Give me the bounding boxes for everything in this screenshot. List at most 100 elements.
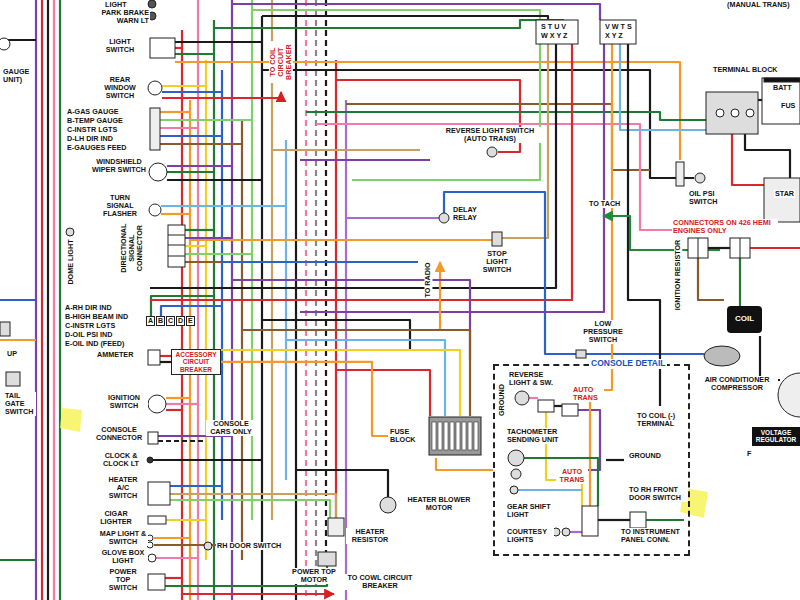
detail-panel: CONSOLE DETAIL xyxy=(493,364,690,556)
component-label: OIL PSI SWITCH xyxy=(688,190,726,206)
component-label: POWER TOP MOTOR xyxy=(290,568,338,584)
wire xyxy=(160,111,190,113)
component-label: HEATER BLOWER MOTOR xyxy=(398,496,480,512)
wire xyxy=(59,0,61,600)
component-label: CONNECTORS ON 426 HEMI ENGINES ONLY xyxy=(672,219,778,235)
wire xyxy=(232,280,470,360)
component-label: IGNITION SWITCH xyxy=(100,394,148,410)
component-label: HEATER A/C SWITCH xyxy=(102,476,144,500)
component-label: LOW PRESSURE SWITCH xyxy=(580,320,626,344)
component-symbol xyxy=(764,178,800,222)
pin-divider xyxy=(168,235,185,236)
fuse-slot xyxy=(456,422,460,450)
wire xyxy=(262,16,548,20)
wire xyxy=(181,30,183,600)
wire xyxy=(153,459,262,461)
component-label: B-TEMP GAUGE xyxy=(66,117,124,125)
fuse-slot xyxy=(450,422,454,450)
component-label: STAR xyxy=(774,190,795,198)
component-label: DELAY RELAY xyxy=(452,206,484,222)
wire xyxy=(708,247,730,249)
component-symbol xyxy=(150,38,175,58)
component-label: REVERSE LIGHT & SW. xyxy=(508,371,566,387)
pin-cell: A xyxy=(146,316,155,326)
wire xyxy=(760,336,780,380)
component-label: LIGHT SWITCH xyxy=(96,38,144,54)
component-symbol xyxy=(762,78,800,124)
terminal-symbol xyxy=(515,391,529,405)
component-symbol xyxy=(764,78,800,82)
component-label: C-INSTR LGTS xyxy=(66,126,118,134)
component-label: GLOVE BOX LIGHT xyxy=(98,549,148,565)
component-label: TERMINAL BLOCK xyxy=(712,66,779,74)
component-label: IGNITION RESISTOR xyxy=(674,239,682,312)
component-label: REAR WINDOW SWITCH xyxy=(96,76,144,100)
wire xyxy=(161,306,222,316)
component-label: DIRECTIONAL SIGNAL CONNECTOR xyxy=(120,217,144,279)
fuse-slot xyxy=(462,422,466,450)
wire xyxy=(285,140,287,480)
component-label: HEATER RESISTOR xyxy=(346,528,394,544)
terminal-symbol xyxy=(508,450,524,466)
component-symbol xyxy=(148,516,166,524)
pin-divider xyxy=(698,238,699,258)
component-label: FUS xyxy=(780,102,796,110)
component-label: REVERSE LIGHT SWITCH (AUTO TRANS) xyxy=(436,127,544,143)
pin-cell: C xyxy=(166,316,175,326)
pin-divider xyxy=(168,256,185,257)
wire xyxy=(646,519,684,521)
wire xyxy=(166,397,190,399)
component-label: WINDSHIELD WIPER SWITCH xyxy=(90,158,148,174)
wire xyxy=(175,47,182,49)
wire xyxy=(732,134,764,185)
wire xyxy=(170,500,330,518)
wire xyxy=(251,0,253,520)
component-label: A-RH DIR IND xyxy=(64,304,113,312)
wire xyxy=(524,458,598,506)
terminal-symbol xyxy=(778,373,800,417)
terminal-symbol xyxy=(380,497,396,513)
terminal-symbol xyxy=(149,163,167,181)
terminal-symbol xyxy=(204,542,212,550)
component-symbol xyxy=(538,400,554,412)
component-symbol xyxy=(688,238,708,258)
wire xyxy=(272,149,420,151)
terminal-symbol xyxy=(716,109,724,117)
wire xyxy=(175,53,214,55)
component-symbol xyxy=(168,225,185,267)
wire xyxy=(182,593,334,595)
component-symbol xyxy=(562,404,578,416)
component-label: AUTO TRANS xyxy=(556,468,588,484)
component-symbol xyxy=(6,372,20,386)
wire xyxy=(296,470,388,497)
wire xyxy=(160,135,222,137)
pin-letters: V W T S xyxy=(604,23,633,31)
pin-letters: W X Y Z xyxy=(540,32,569,40)
component-label: COURTESY LIGHTS xyxy=(506,528,554,544)
component-label: CIGAR LIGHTER xyxy=(92,510,140,526)
panel-heading: CONSOLE DETAIL xyxy=(589,359,667,369)
component-name: D xyxy=(178,317,183,325)
ignition-coil: COIL xyxy=(727,306,762,333)
voltage-regulator: VOLTAGE REGULATOR xyxy=(752,427,800,446)
component-label: D-LH DIR IND xyxy=(66,135,114,143)
wire xyxy=(570,531,582,533)
wire xyxy=(175,41,262,43)
wire xyxy=(346,217,439,219)
wire xyxy=(170,494,336,518)
component-label: UP xyxy=(6,350,18,358)
circuit-breaker: ACCESSORY CIRCUIT BREAKER xyxy=(171,349,221,375)
wire xyxy=(262,320,410,350)
terminal-symbol xyxy=(487,147,497,157)
wire xyxy=(154,537,190,539)
compressor-symbol xyxy=(704,346,740,366)
wire xyxy=(306,112,706,120)
wire xyxy=(606,459,624,461)
fuse-symbol xyxy=(428,416,482,456)
wire xyxy=(185,229,214,231)
component-name: ACCESSORY CIRCUIT BREAKER xyxy=(174,351,218,373)
component-label: POWER TOP SWITCH xyxy=(104,568,142,592)
component-label: TO INSTRUMENT PANEL CONN. xyxy=(620,528,690,544)
terminal-symbol xyxy=(510,486,518,494)
